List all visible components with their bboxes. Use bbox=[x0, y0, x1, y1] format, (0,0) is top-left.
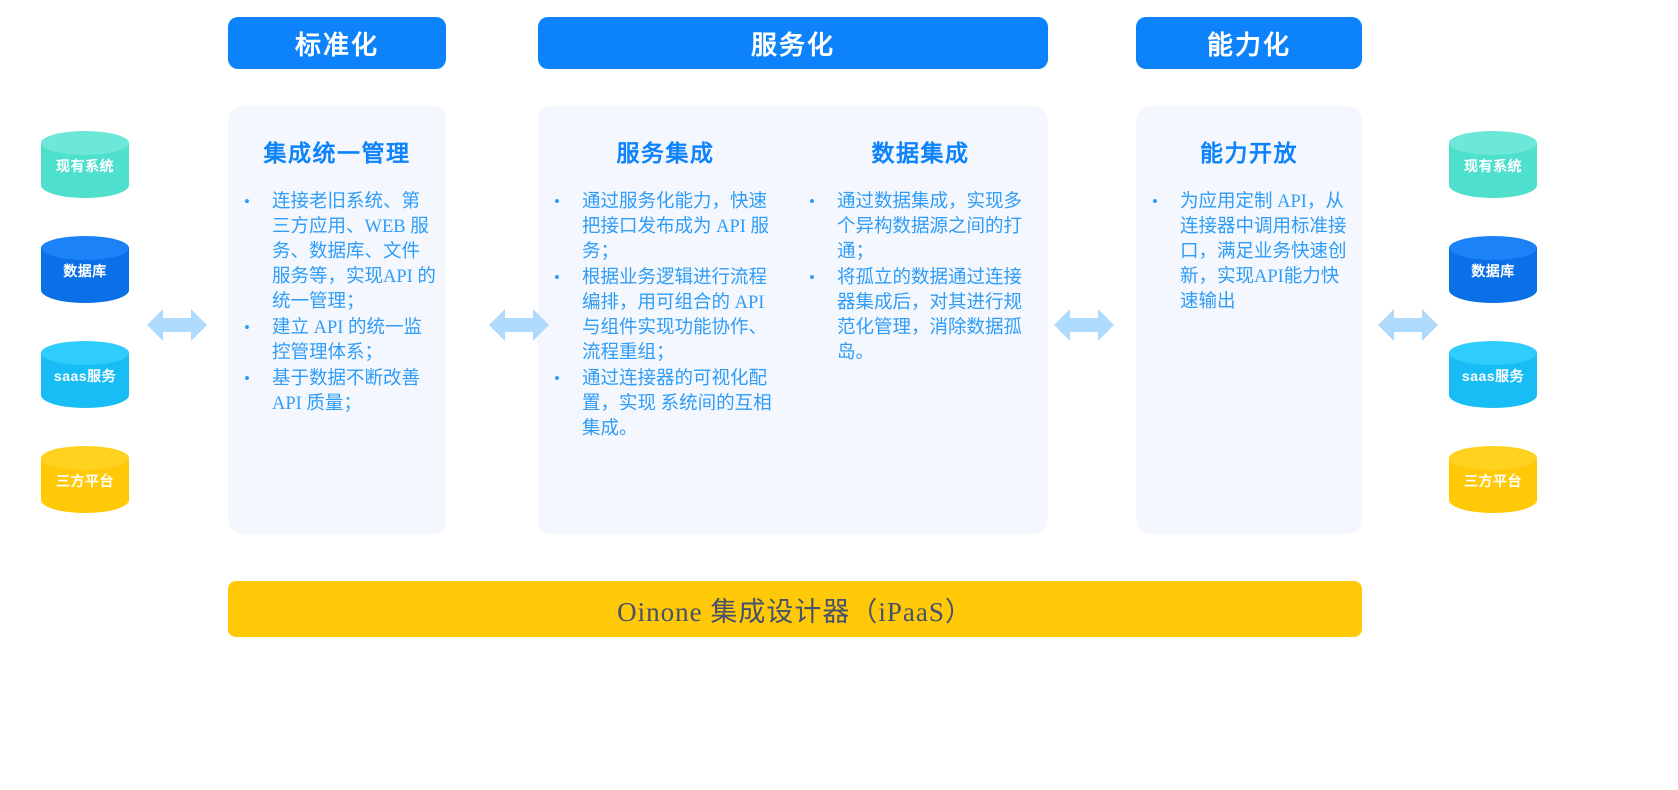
target-system-cylinder: 数据库 bbox=[1449, 236, 1537, 314]
bullet-list: 通过数据集成，实现多个异构数据源之间的打通；将孤立的数据通过连接器集成后，对其进… bbox=[803, 189, 1038, 367]
stage-pill-label: 服务化 bbox=[750, 29, 835, 60]
cylinder-top-ellipse bbox=[41, 446, 129, 470]
target-system-cylinder: 现有系统 bbox=[1449, 131, 1537, 209]
stage-pill-label: 标准化 bbox=[294, 29, 379, 60]
bullet-list: 通过服务化能力，快速把接口发布成为 API 服务；根据业务逻辑进行流程编排，用可… bbox=[548, 189, 783, 443]
bullet-item: 为应用定制 API，从连接器中调用标准接口，满足业务快速创新，实现API能力快速… bbox=[1146, 189, 1352, 315]
bullet-item: 基于数据不断改善 API 质量； bbox=[238, 366, 436, 417]
target-system-cylinder: 三方平台 bbox=[1449, 446, 1537, 524]
bidirectional-arrow-icon bbox=[1378, 303, 1438, 347]
bullet-list: 连接老旧系统、第三方应用、WEB 服务、数据库、文件服务等，实现API 的统一管… bbox=[238, 189, 436, 418]
bullet-item: 连接老旧系统、第三方应用、WEB 服务、数据库、文件服务等，实现API 的统一管… bbox=[238, 189, 436, 315]
bullet-item: 将孤立的数据通过连接器集成后，对其进行规范化管理，消除数据孤岛。 bbox=[803, 265, 1038, 366]
bidirectional-arrow-icon bbox=[489, 303, 549, 347]
bullet-item: 根据业务逻辑进行流程编排，用可组合的 API 与组件实现功能协作、流程重组； bbox=[548, 265, 783, 366]
bullet-item: 通过数据集成，实现多个异构数据源之间的打通； bbox=[803, 189, 1038, 265]
footer-product-bar: Oinone 集成设计器（iPaaS） bbox=[228, 581, 1362, 637]
cylinder-label: 三方平台 bbox=[56, 473, 114, 489]
cylinder-label: 现有系统 bbox=[56, 158, 114, 174]
cylinder-top-ellipse bbox=[41, 236, 129, 260]
bidirectional-arrow-icon bbox=[1054, 303, 1114, 347]
column-integrated-unified-management: 集成统一管理 连接老旧系统、第三方应用、WEB 服务、数据库、文件服务等，实现A… bbox=[228, 106, 446, 534]
cylinder-top-ellipse bbox=[41, 341, 129, 365]
cylinder-top-ellipse bbox=[1449, 131, 1537, 155]
source-system-cylinder: 三方平台 bbox=[41, 446, 129, 524]
cylinder-label: saas服务 bbox=[53, 368, 117, 384]
panel-servitization: 服务集成 通过服务化能力，快速把接口发布成为 API 服务；根据业务逻辑进行流程… bbox=[538, 106, 1048, 534]
source-system-cylinder: saas服务 bbox=[41, 341, 129, 419]
column-title: 集成统一管理 bbox=[263, 140, 411, 166]
stage-pill-capability[interactable]: 能力化 bbox=[1136, 17, 1362, 69]
bullet-list: 为应用定制 API，从连接器中调用标准接口，满足业务快速创新，实现API能力快速… bbox=[1146, 189, 1352, 316]
column-title: 服务集成 bbox=[616, 140, 715, 166]
bullet-item: 通过服务化能力，快速把接口发布成为 API 服务； bbox=[548, 189, 783, 265]
column-data-integration: 数据集成 通过数据集成，实现多个异构数据源之间的打通；将孤立的数据通过连接器集成… bbox=[793, 106, 1048, 534]
stage-pill-label: 能力化 bbox=[1206, 29, 1291, 60]
target-system-cylinder: saas服务 bbox=[1449, 341, 1537, 419]
panel-standardization: 集成统一管理 连接老旧系统、第三方应用、WEB 服务、数据库、文件服务等，实现A… bbox=[228, 106, 446, 534]
source-system-cylinder: 现有系统 bbox=[41, 131, 129, 209]
stage-pill-servitization[interactable]: 服务化 bbox=[538, 17, 1048, 69]
column-title: 能力开放 bbox=[1200, 140, 1298, 166]
cylinder-label: 数据库 bbox=[63, 263, 107, 279]
panel-capability: 能力开放 为应用定制 API，从连接器中调用标准接口，满足业务快速创新，实现AP… bbox=[1136, 106, 1362, 534]
column-capability-opening: 能力开放 为应用定制 API，从连接器中调用标准接口，满足业务快速创新，实现AP… bbox=[1136, 106, 1362, 534]
cylinder-top-ellipse bbox=[1449, 341, 1537, 365]
cylinder-top-ellipse bbox=[41, 131, 129, 155]
bidirectional-arrow-icon bbox=[147, 303, 207, 347]
bullet-item: 建立 API 的统一监控管理体系； bbox=[238, 315, 436, 366]
cylinder-label: 三方平台 bbox=[1464, 473, 1522, 489]
column-title: 数据集成 bbox=[871, 140, 970, 166]
bullet-item: 通过连接器的可视化配置，实现 系统间的互相集成。 bbox=[548, 366, 783, 442]
cylinder-label: 数据库 bbox=[1471, 263, 1515, 279]
stage-pill-standardization[interactable]: 标准化 bbox=[228, 17, 446, 69]
column-service-integration: 服务集成 通过服务化能力，快速把接口发布成为 API 服务；根据业务逻辑进行流程… bbox=[538, 106, 793, 534]
cylinder-top-ellipse bbox=[1449, 236, 1537, 260]
source-system-cylinder: 数据库 bbox=[41, 236, 129, 314]
footer-product-label: Oinone 集成设计器（iPaaS） bbox=[617, 596, 973, 627]
cylinder-top-ellipse bbox=[1449, 446, 1537, 470]
cylinder-label: 现有系统 bbox=[1464, 158, 1522, 174]
cylinder-label: saas服务 bbox=[1461, 368, 1525, 384]
